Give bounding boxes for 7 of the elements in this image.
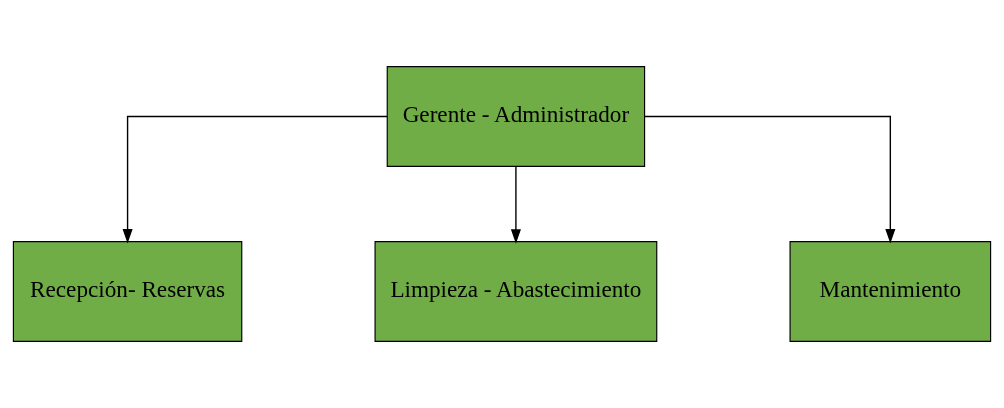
arrow [122, 115, 388, 244]
arrow [510, 165, 521, 244]
arrow [644, 115, 896, 244]
node-box: Recepción- Reservas [12, 241, 243, 342]
node-box: Mantenimiento [789, 241, 992, 342]
node-box: Limpieza - Abastecimiento [374, 241, 658, 342]
node-box: Gerente - Administrador [386, 66, 646, 167]
